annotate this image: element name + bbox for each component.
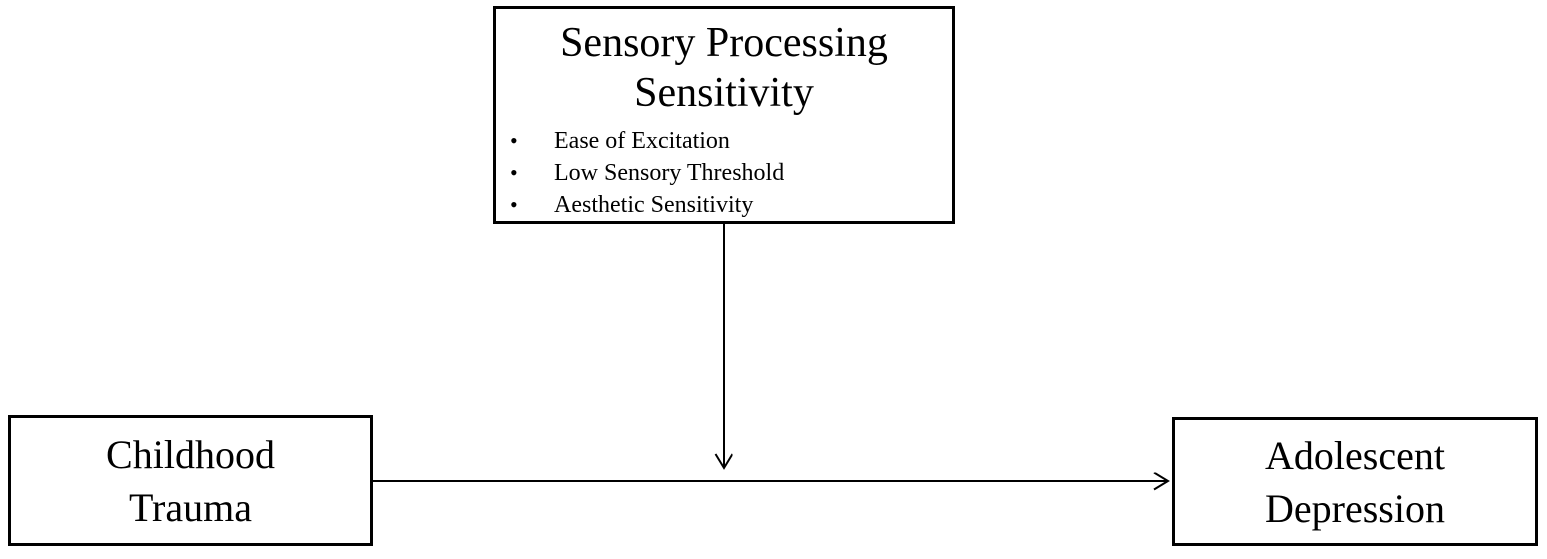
outcome-box: Adolescent Depression [1172, 417, 1538, 546]
bullet-label: Low Sensory Threshold [554, 160, 785, 186]
moderator-title-line-1: Sensory Processing [560, 20, 888, 66]
bullet-icon: • [510, 128, 518, 153]
predictor-label: Childhood Trauma [106, 428, 275, 534]
list-item: • Low Sensory Threshold [496, 157, 952, 189]
predictor-label-line-1: Childhood [106, 431, 275, 477]
predictor-label-line-2: Trauma [129, 484, 252, 530]
moderator-title-line-2: Sensitivity [634, 70, 814, 116]
moderator-box: Sensory Processing Sensitivity • Ease of… [493, 6, 955, 224]
moderator-title: Sensory Processing Sensitivity [496, 18, 952, 118]
outcome-label-line-2: Depression [1265, 485, 1445, 531]
moderator-bullet-list: • Ease of Excitation • Low Sensory Thres… [496, 125, 952, 221]
bullet-label: Ease of Excitation [554, 128, 730, 154]
bullet-icon: • [510, 192, 518, 217]
list-item: • Ease of Excitation [496, 125, 952, 157]
list-item: • Aesthetic Sensitivity [496, 189, 952, 221]
outcome-label: Adolescent Depression [1265, 429, 1445, 535]
predictor-box: Childhood Trauma [8, 415, 373, 546]
bullet-icon: • [510, 160, 518, 185]
outcome-label-line-1: Adolescent [1265, 432, 1445, 478]
bullet-label: Aesthetic Sensitivity [554, 192, 754, 218]
